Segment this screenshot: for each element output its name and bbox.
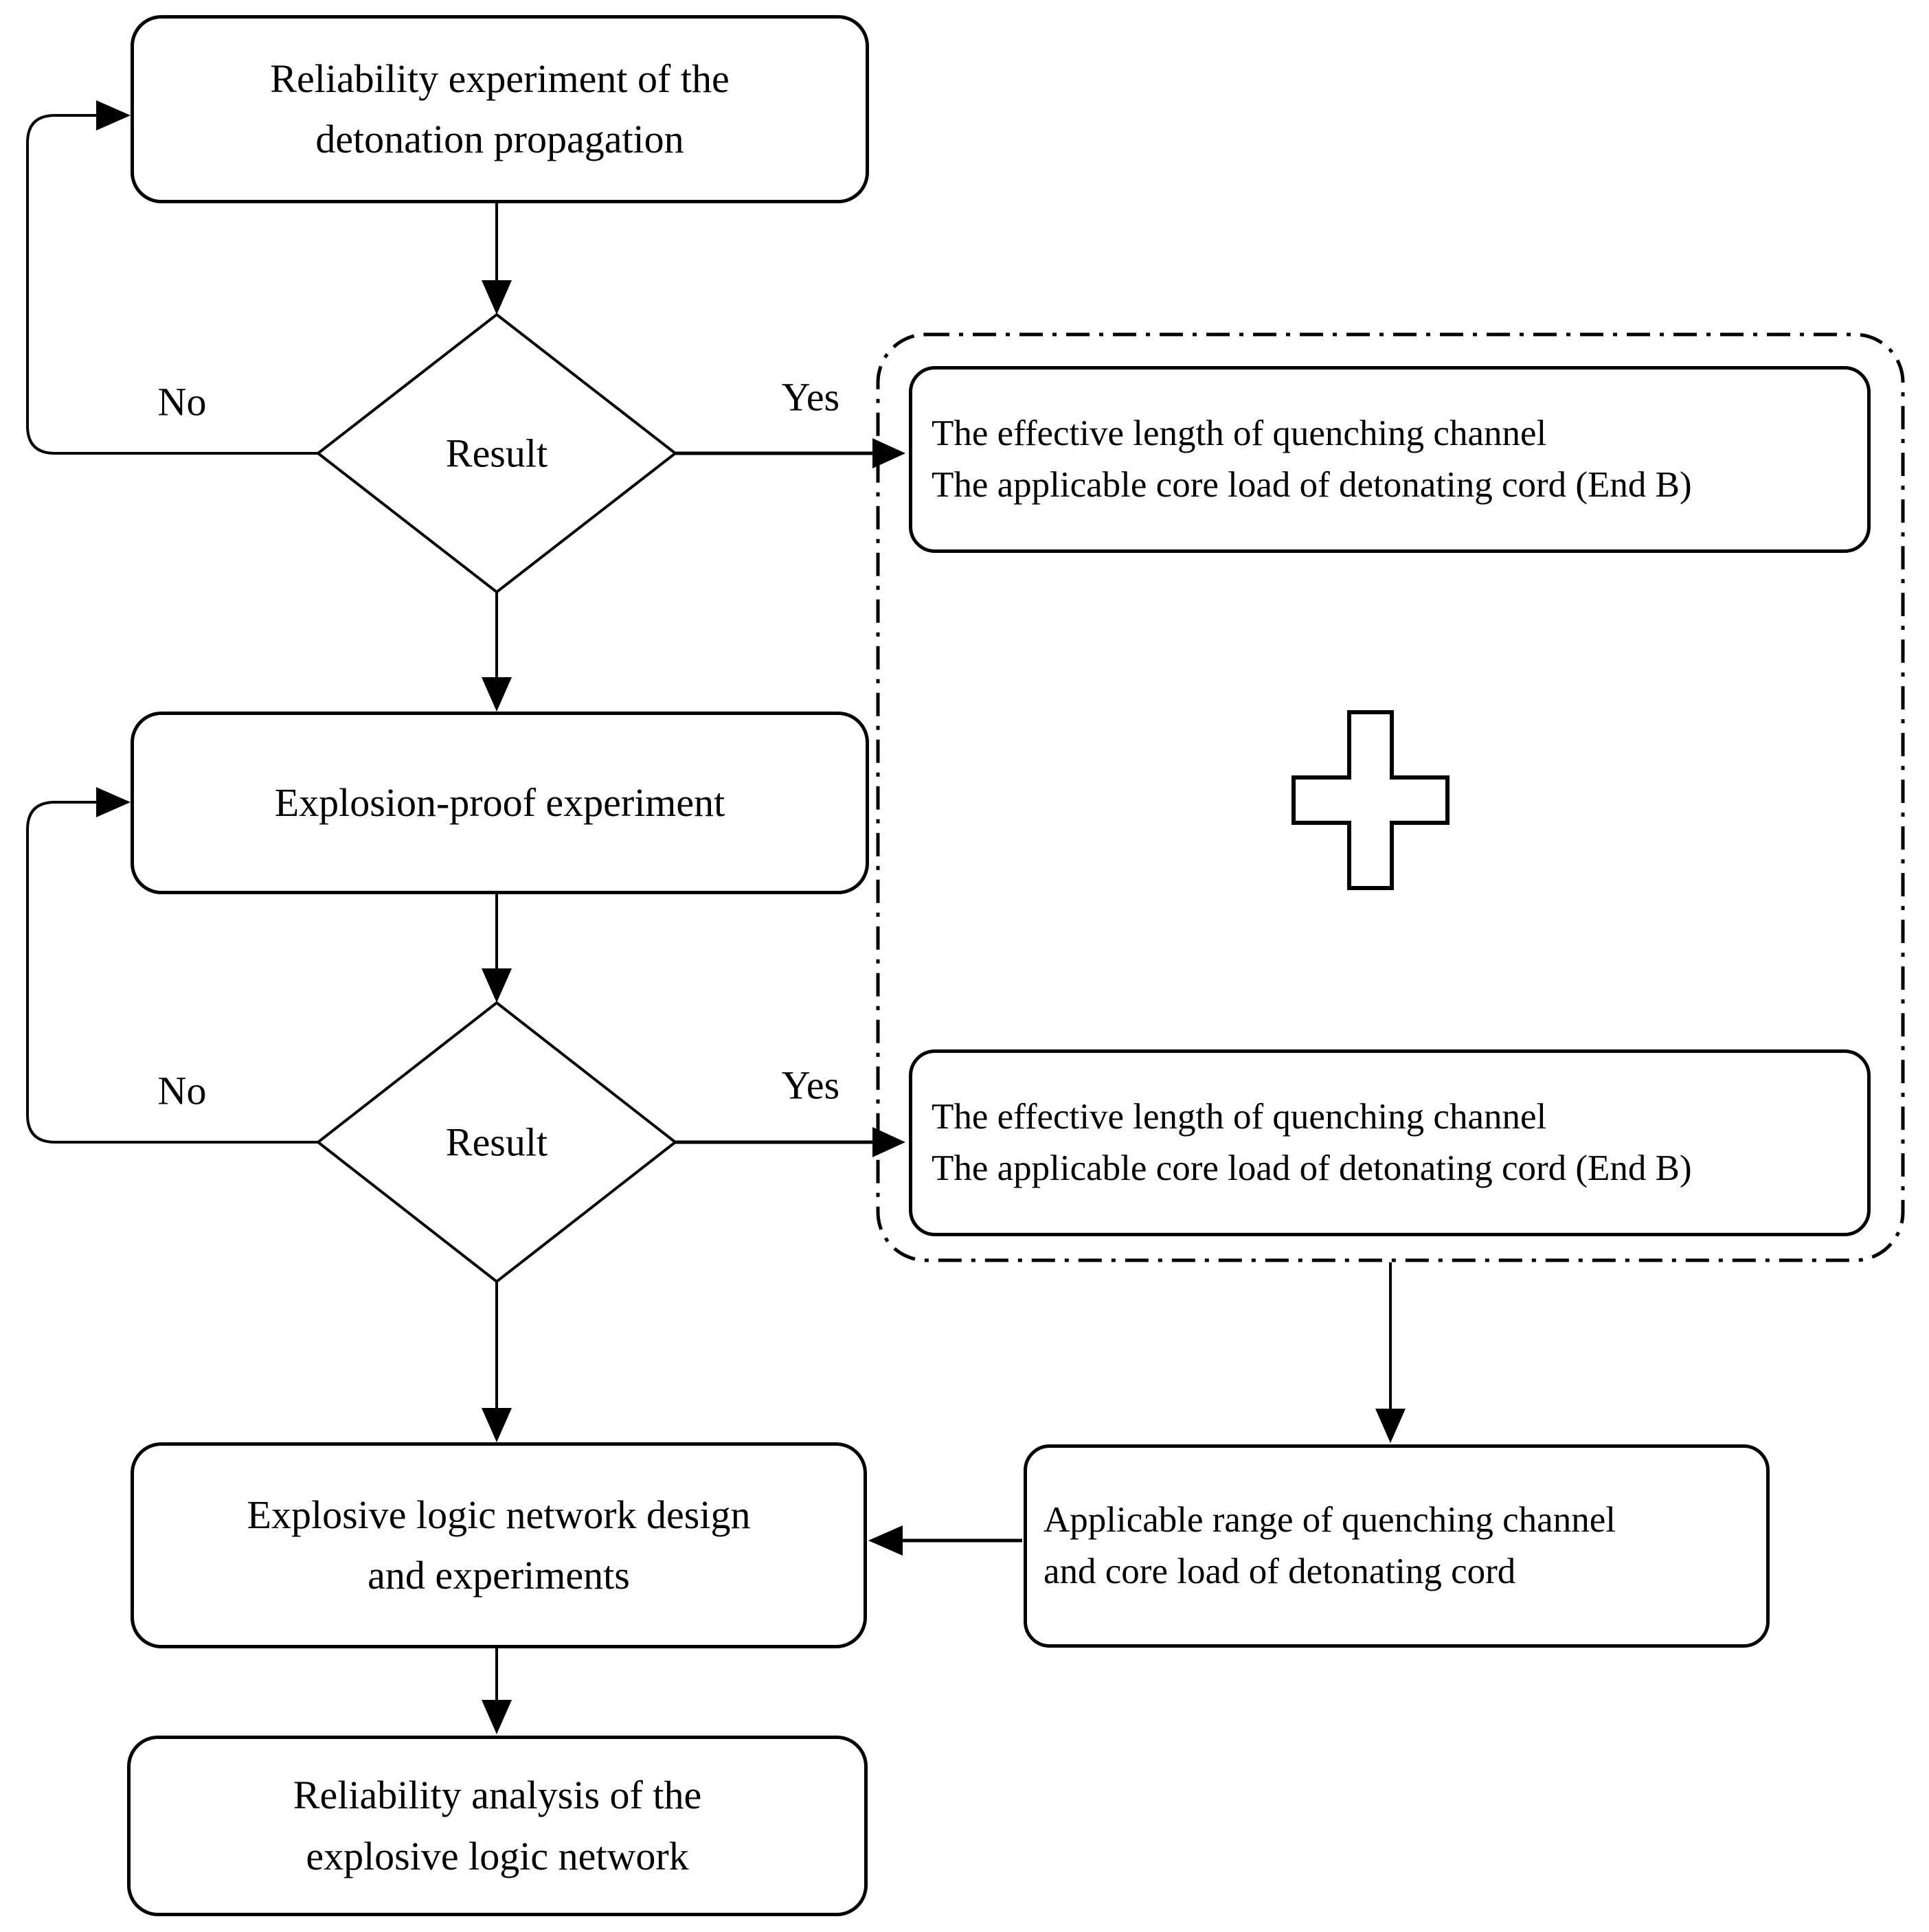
decision1-label: Result <box>445 431 548 476</box>
outcome-group-container <box>876 332 1905 1262</box>
decision1-to-explosion-arrowhead-icon <box>482 677 512 712</box>
outcome-box-1-line2: The applicable core load of detonating c… <box>932 465 1692 505</box>
no-loop-2-arrowhead-icon <box>96 787 131 817</box>
decision1-yes-label: Yes <box>781 374 840 420</box>
plus-combine-icon <box>1291 710 1449 890</box>
decision2-to-design-arrowhead-icon <box>482 1408 512 1442</box>
outcome-box-1: The effective length of quenching channe… <box>909 366 1871 553</box>
start-box-line1: Reliability experiment of the <box>270 56 730 101</box>
no-loop-2-line <box>26 801 318 1144</box>
range-to-design-arrowhead-icon <box>868 1525 903 1556</box>
outcome-box-2-line2: The applicable core load of detonating c… <box>932 1148 1692 1188</box>
analysis-box-line2: explosive logic network <box>306 1833 689 1878</box>
explosion-box: Explosion-proof experiment <box>131 712 869 894</box>
no-loop-1-arrowhead-icon <box>96 100 131 130</box>
decision1-no-label: No <box>157 379 207 424</box>
explosion-to-decision2-arrowhead-icon <box>482 968 512 1003</box>
start-to-decision1-arrowhead-icon <box>482 280 512 315</box>
outcome-box-2: The effective length of quenching channe… <box>909 1049 1871 1236</box>
yes1-arrowhead-icon <box>872 438 905 468</box>
range-box: Applicable range of quenching channel an… <box>1024 1444 1770 1648</box>
start-box: Reliability experiment of the detonation… <box>131 15 869 203</box>
explosion-box-label: Explosion-proof experiment <box>274 780 725 825</box>
analysis-box: Reliability analysis of the explosive lo… <box>127 1736 868 1916</box>
yes2-arrowhead-icon <box>872 1127 905 1157</box>
outcome-box-1-line1: The effective length of quenching channe… <box>932 413 1547 453</box>
design-to-analysis-arrowhead-icon <box>482 1700 512 1734</box>
design-box-line2: and experiments <box>368 1553 630 1598</box>
start-box-line2: detonation propagation <box>315 117 684 161</box>
range-box-line2: and core load of detonating cord <box>1044 1552 1516 1591</box>
decision2-yes-label: Yes <box>781 1062 840 1108</box>
design-box: Explosive logic network design and exper… <box>131 1442 867 1648</box>
range-box-line1: Applicable range of quenching channel <box>1044 1499 1616 1540</box>
container-to-range-arrowhead-icon <box>1375 1409 1406 1443</box>
decision2-label: Result <box>445 1120 548 1165</box>
outcome-box-2-line1: The effective length of quenching channe… <box>932 1096 1547 1137</box>
decision2-no-label: No <box>157 1068 207 1113</box>
no-loop-1-line <box>26 114 318 455</box>
design-box-line1: Explosive logic network design <box>247 1492 751 1537</box>
analysis-box-line1: Reliability analysis of the <box>293 1773 702 1818</box>
